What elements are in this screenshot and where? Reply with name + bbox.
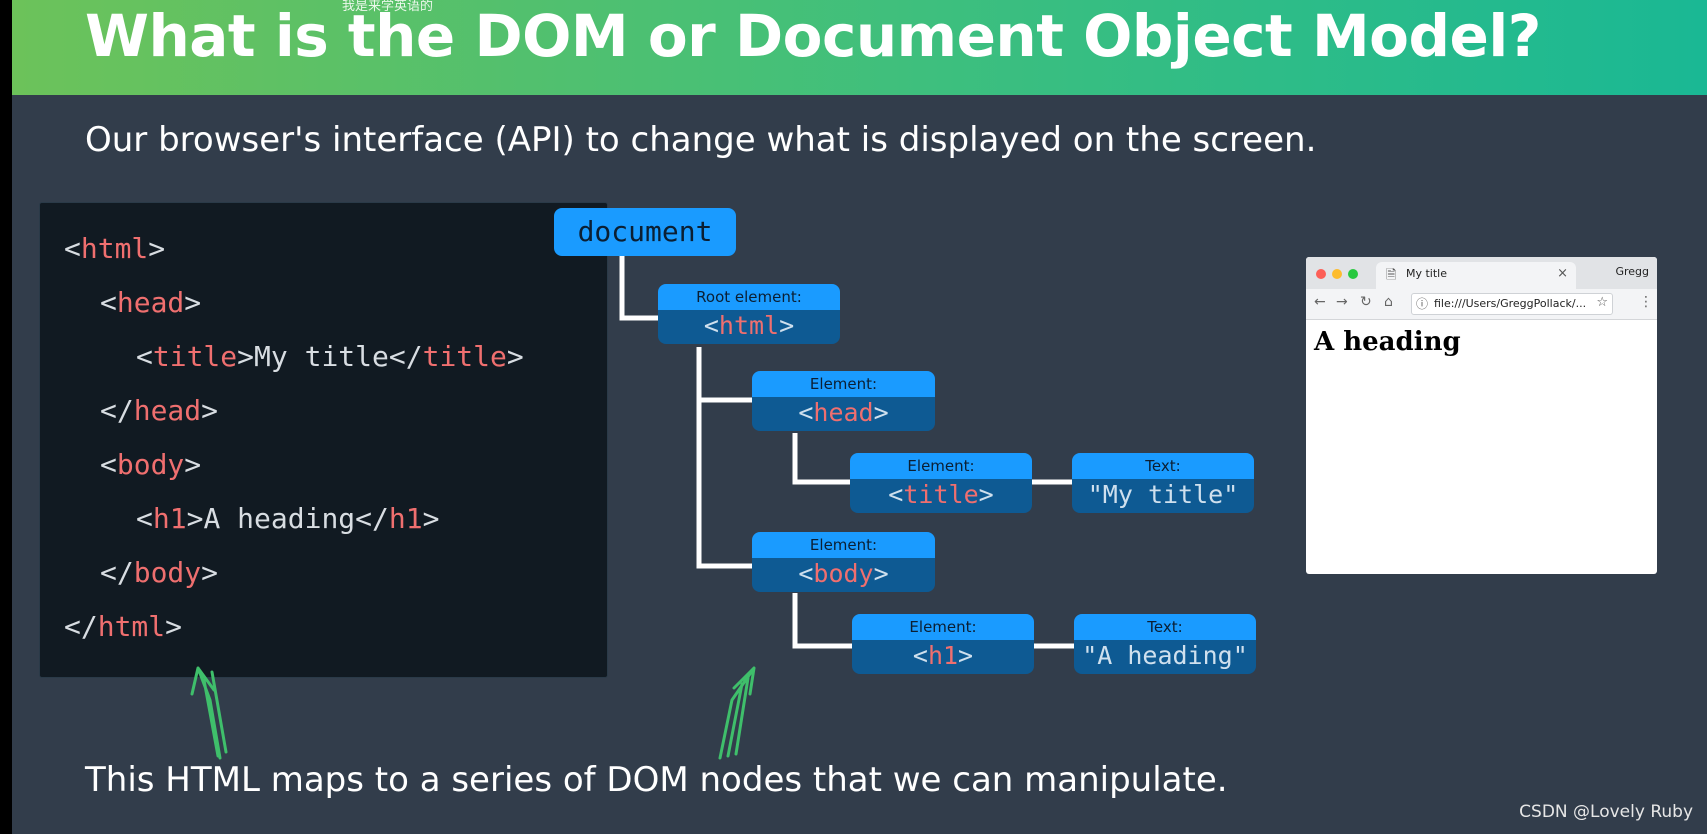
- code-line: <title>My title</title>: [136, 340, 524, 373]
- code-line: <head>: [100, 286, 202, 319]
- browser-tab-bar: 🗎 My title × Gregg: [1306, 257, 1657, 289]
- url-text: file:///Users/GreggPollack/...: [1434, 297, 1587, 310]
- dom-tree-connectors: [190, 256, 1074, 760]
- code-line: <h1>A heading</h1>: [136, 502, 440, 535]
- dom-node-html: Root element: <html>: [658, 284, 840, 344]
- code-line: </head>: [100, 394, 219, 427]
- node-value: <head>: [752, 397, 935, 431]
- green-arrow-right: [718, 666, 756, 760]
- menu-icon[interactable]: ⋮: [1639, 294, 1653, 310]
- node-label: Element:: [752, 371, 935, 397]
- node-label: Root element:: [658, 284, 840, 310]
- browser-toolbar: ← → ↻ ⌂ ⓘ file:///Users/GreggPollack/...…: [1306, 289, 1657, 320]
- close-icon[interactable]: ×: [1557, 266, 1568, 281]
- node-label: Element:: [852, 614, 1034, 640]
- dom-node-h1: Element: <h1>: [852, 614, 1034, 674]
- node-value: <h1>: [852, 640, 1034, 674]
- slide-footer: This HTML maps to a series of DOM nodes …: [85, 760, 1228, 800]
- document-node: document: [554, 208, 736, 256]
- minimize-window-dot[interactable]: [1332, 269, 1342, 279]
- node-value: <html>: [658, 310, 840, 344]
- node-label: Element:: [752, 532, 935, 558]
- connector-body-h1: [792, 593, 852, 649]
- html-code-panel: [39, 202, 608, 678]
- code-line: <body>: [100, 448, 202, 481]
- dom-node-title: Element: <title>: [850, 453, 1032, 513]
- address-bar[interactable]: ⓘ file:///Users/GreggPollack/... ☆: [1411, 293, 1613, 315]
- connector-html-body: [696, 400, 752, 569]
- dom-node-title-text: Text: "My title": [1072, 453, 1254, 513]
- dom-node-h1-text: Text: "A heading": [1074, 614, 1256, 674]
- watermark: CSDN @Lovely Ruby: [1519, 802, 1693, 822]
- home-icon[interactable]: ⌂: [1384, 294, 1393, 310]
- connector-html-head: [696, 347, 752, 403]
- node-label: Text:: [1072, 453, 1254, 479]
- dom-node-body: Element: <body>: [752, 532, 935, 592]
- dom-node-head: Element: <head>: [752, 371, 935, 431]
- page-heading: A heading: [1314, 327, 1461, 357]
- node-value: "My title": [1072, 479, 1254, 513]
- slide: What is the DOM or Document Object Model…: [12, 0, 1707, 834]
- star-icon[interactable]: ☆: [1596, 295, 1608, 310]
- browser-window: 🗎 My title × Gregg ← → ↻ ⌂ ⓘ file:///Use…: [1306, 257, 1657, 574]
- node-label: Element:: [850, 453, 1032, 479]
- code-line: </body>: [100, 556, 219, 589]
- code-line: </html>: [64, 610, 183, 643]
- reload-icon[interactable]: ↻: [1360, 294, 1372, 310]
- title-banner: What is the DOM or Document Object Model…: [12, 0, 1707, 95]
- page-icon: 🗎: [1386, 268, 1397, 283]
- maximize-window-dot[interactable]: [1348, 269, 1358, 279]
- slide-subtitle: Our browser's interface (API) to change …: [85, 120, 1317, 160]
- slide-title: What is the DOM or Document Object Model…: [85, 2, 1541, 70]
- info-icon[interactable]: ⓘ: [1416, 297, 1429, 311]
- tab-title: My title: [1406, 267, 1448, 280]
- profile-name[interactable]: Gregg: [1615, 265, 1649, 278]
- node-value: <body>: [752, 558, 935, 592]
- connector-head-title: [792, 433, 850, 485]
- node-value: <title>: [850, 479, 1032, 513]
- browser-tab[interactable]: 🗎 My title ×: [1376, 262, 1576, 289]
- close-window-dot[interactable]: [1316, 269, 1326, 279]
- green-arrow-left: [190, 666, 228, 760]
- code-line: <html>: [64, 232, 166, 265]
- node-label: Text:: [1074, 614, 1256, 640]
- connector-document-html: [619, 256, 658, 321]
- overlay-caption: 我是来学英语的: [342, 0, 434, 14]
- forward-icon[interactable]: →: [1336, 294, 1348, 310]
- back-icon[interactable]: ←: [1314, 294, 1326, 310]
- node-value: "A heading": [1074, 640, 1256, 674]
